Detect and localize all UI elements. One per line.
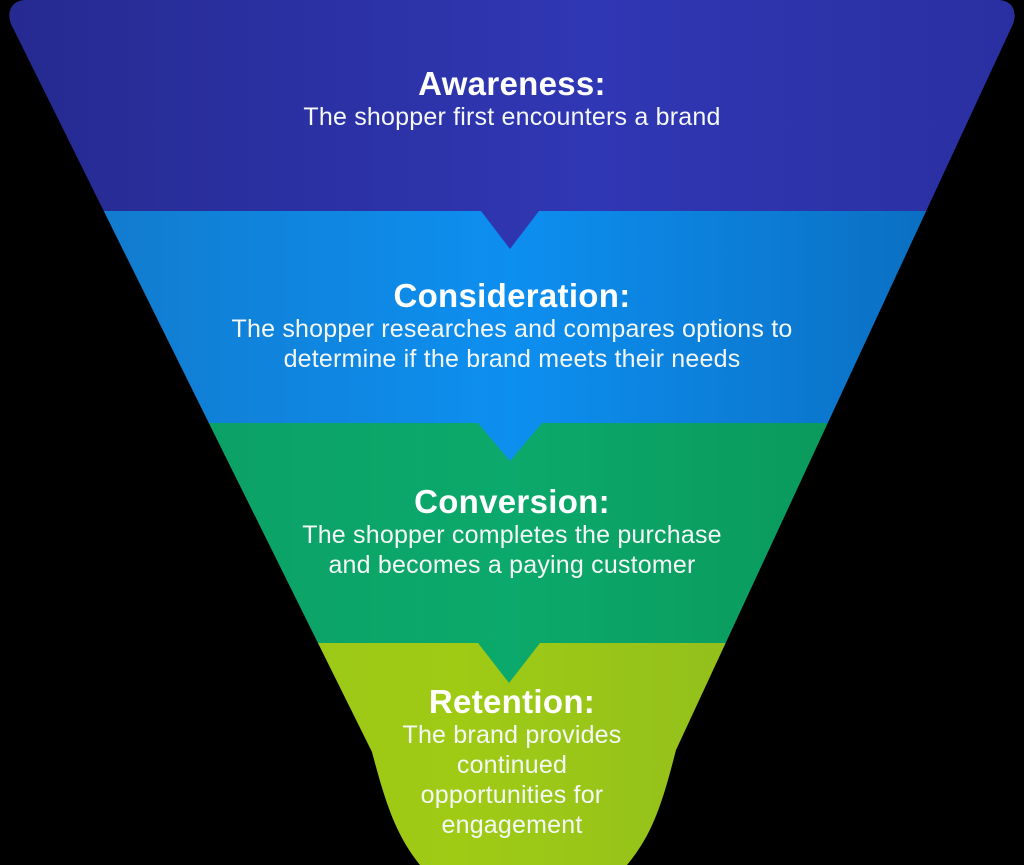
funnel-stage-awareness-shape: [9, 0, 1015, 211]
chevron-down-icon: [478, 423, 542, 461]
chevron-down-icon: [481, 211, 539, 249]
chevron-down-icon: [478, 643, 540, 683]
funnel-stage-consideration-shape: [9, 211, 1015, 423]
